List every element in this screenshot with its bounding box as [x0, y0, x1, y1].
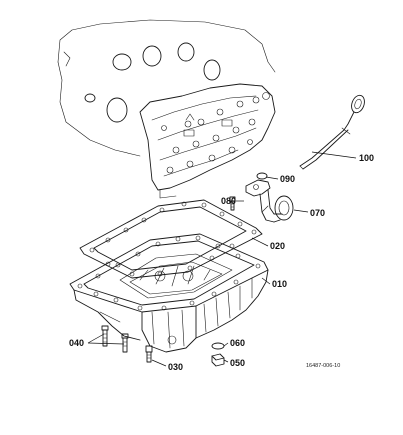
callout-080: 080: [221, 196, 236, 206]
callout-070: 070: [310, 208, 325, 218]
leader-lines: [87, 151, 357, 367]
drain-washer: [211, 342, 225, 350]
drawing-code: 16487-006-10: [306, 363, 340, 369]
pan-bolts: [101, 325, 129, 353]
drain-plug: [211, 353, 225, 367]
dipstick: [299, 94, 365, 170]
oil-pan: [69, 233, 269, 353]
engine-block: [57, 19, 276, 199]
oil-pan-gasket: [79, 199, 263, 279]
dipstick-guide-bracket: [245, 179, 294, 223]
callout-020: 020: [270, 241, 285, 251]
callout-100: 100: [359, 153, 374, 163]
o-ring: [256, 172, 268, 180]
callout-060: 060: [230, 338, 245, 348]
callout-040: 040: [69, 338, 84, 348]
callout-010: 010: [272, 279, 287, 289]
drain-bolt: [145, 345, 153, 363]
callout-030: 030: [168, 362, 183, 372]
callout-050: 050: [230, 358, 245, 368]
callout-090: 090: [280, 174, 295, 184]
bracket-bolt: [229, 196, 236, 211]
